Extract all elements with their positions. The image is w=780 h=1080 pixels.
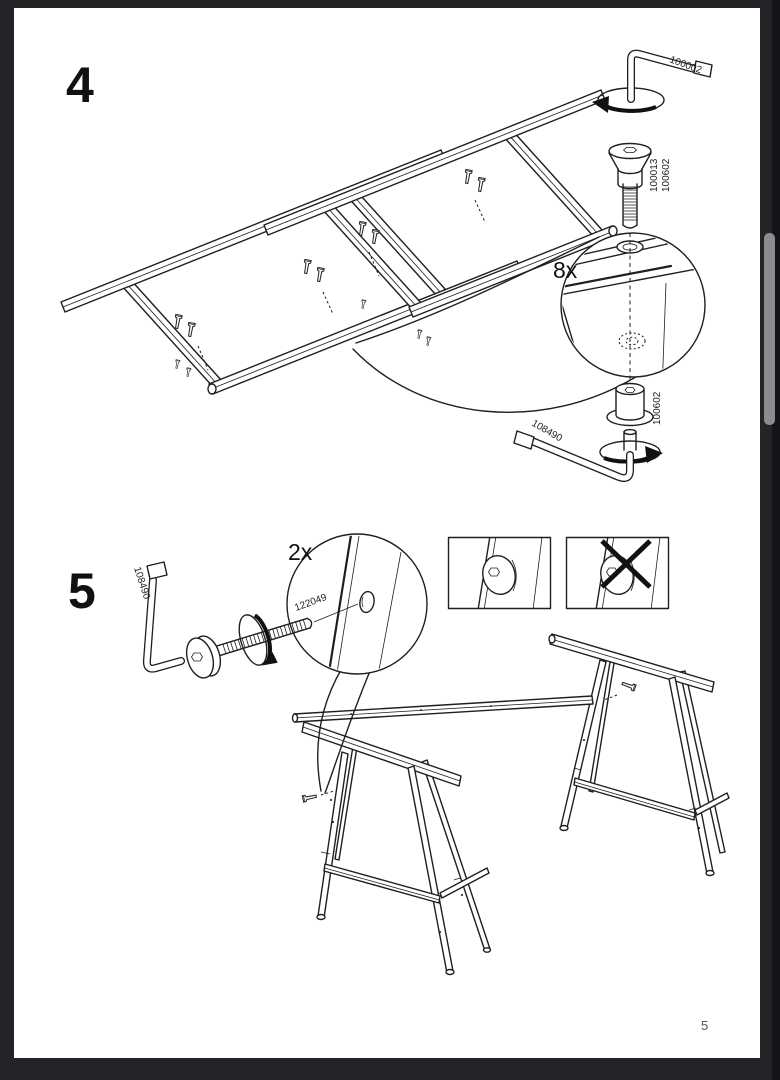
frame-left bbox=[60, 149, 522, 395]
part-number-100002: 100002 bbox=[668, 54, 704, 76]
allen-key-step5: 108490 bbox=[131, 561, 185, 673]
scrollbar-thumb[interactable] bbox=[764, 233, 775, 425]
cross-out-icon bbox=[600, 539, 652, 589]
detail-box-incorrect bbox=[565, 536, 670, 610]
manual-page: 4 5 bbox=[14, 8, 760, 1058]
magnifier-8x: 8x bbox=[553, 232, 706, 378]
allen-key-top: 100002 bbox=[592, 49, 713, 113]
trestle-assembly bbox=[291, 633, 730, 976]
part-number-100602-bolt: 100602 bbox=[661, 158, 672, 192]
instruction-illustration: 8x 100002 bbox=[60, 49, 730, 976]
detail-box-correct bbox=[447, 536, 552, 610]
step5-illustration: 2x 108490 bbox=[131, 533, 730, 976]
allen-key-bottom: 108490 bbox=[513, 418, 663, 483]
quantity-2x: 2x bbox=[288, 539, 313, 565]
page-number: 5 bbox=[701, 1018, 709, 1033]
magnifier-leader-lines bbox=[352, 236, 640, 414]
step-4-number: 4 bbox=[66, 57, 94, 113]
bolt-100013: 100013 100602 bbox=[608, 142, 672, 383]
step4-illustration: 8x 100002 bbox=[60, 49, 713, 483]
part-number-100602-sleeve: 100602 bbox=[652, 391, 663, 425]
quantity-8x: 8x bbox=[553, 257, 578, 283]
sleeve-nut: 100602 bbox=[606, 382, 663, 427]
scrollbar-track[interactable] bbox=[772, 0, 780, 1080]
screw-122049: 122049 bbox=[185, 592, 359, 679]
step-5-number: 5 bbox=[68, 563, 96, 619]
screw-icon-left bbox=[301, 792, 318, 803]
rotation-arrow-icon bbox=[238, 613, 278, 666]
rotation-arrow-icon bbox=[600, 102, 657, 113]
screw-icon-right bbox=[620, 679, 637, 692]
part-number-100013: 100013 bbox=[649, 158, 660, 192]
magnifier-leader-lines-step5 bbox=[317, 667, 371, 794]
